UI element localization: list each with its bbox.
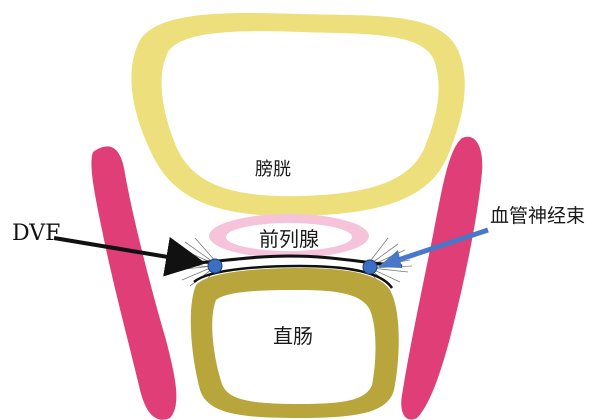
right-neurovascular-dot: [363, 260, 377, 274]
dvf-label: DVF: [12, 221, 60, 246]
bladder-label: 膀胱: [255, 159, 291, 180]
rectum-label: 直肠: [273, 324, 313, 348]
prostate-label: 前列腺: [259, 227, 319, 251]
neurovascular-bundle-label: 血管神经束: [490, 205, 585, 227]
bladder-wall: [131, 13, 464, 216]
neurovascular-arrowhead: [378, 250, 402, 268]
left-neurovascular-dot: [208, 259, 222, 273]
left-pelvic-muscle: [91, 146, 176, 419]
